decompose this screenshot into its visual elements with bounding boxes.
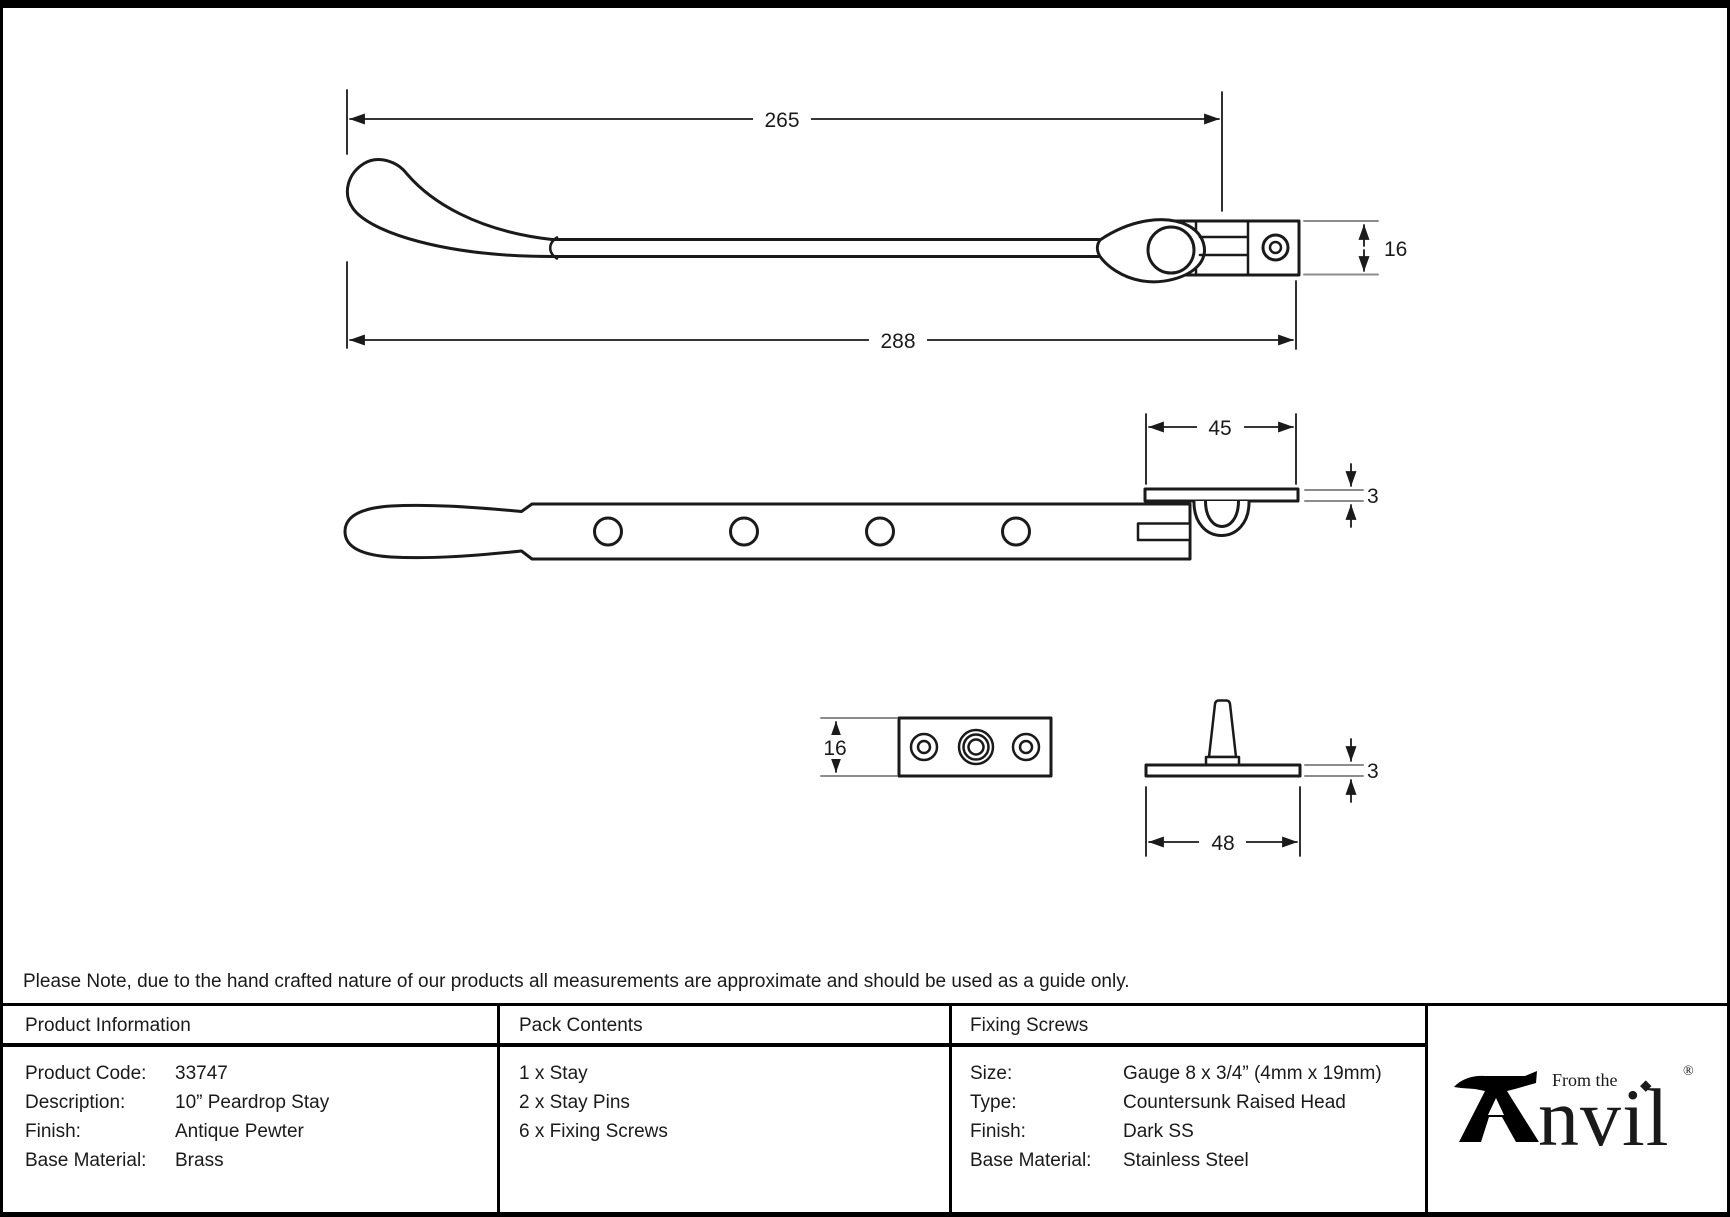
peardrop-handle <box>345 158 554 258</box>
product-code-label: Product Code: <box>25 1063 147 1084</box>
stay-pin-view: 3 48 <box>1144 699 1379 857</box>
dim-16-bracket <box>1303 220 1379 276</box>
loop-hole <box>1146 225 1196 275</box>
pack-item-stay: 1 x Stay <box>519 1063 588 1084</box>
header-pack-contents: Pack Contents <box>519 1015 643 1036</box>
dim-48 <box>1145 786 1301 857</box>
col-divider-1 <box>497 1003 500 1212</box>
finish-value: Antique Pewter <box>175 1121 304 1142</box>
stay-hole-1 <box>593 516 623 547</box>
screw-size-label: Size: <box>970 1063 1013 1084</box>
logo-brand-text: nvil <box>1538 1072 1670 1163</box>
dim-48-label: 48 <box>1211 832 1234 855</box>
screw-material-label: Base Material: <box>970 1150 1092 1171</box>
dim-16-plate <box>815 717 898 777</box>
handle-joint-arc <box>549 236 559 260</box>
table-top-border <box>3 1003 1727 1006</box>
stay-hole-4 <box>1001 516 1031 547</box>
product-code-value: 33747 <box>175 1063 228 1084</box>
stay-end-slot <box>1136 522 1192 542</box>
drawing-canvas: 265 288 <box>343 89 1407 857</box>
header-bottom-border <box>3 1043 1427 1047</box>
side-view: 265 288 <box>345 89 1407 353</box>
measurement-note: Please Note, due to the hand crafted nat… <box>23 971 1130 992</box>
bracket-screw-hole-outer <box>1261 233 1290 262</box>
dim-265 <box>346 89 1223 349</box>
header-fixing-screws: Fixing Screws <box>970 1015 1089 1036</box>
hook-inner <box>1204 499 1240 528</box>
logo-tagline: From the <box>1552 1070 1618 1090</box>
keep-plate-edge <box>1143 487 1300 503</box>
screw-material-value: Stainless Steel <box>1123 1150 1249 1171</box>
dim-16-bracket-label: 16 <box>1384 238 1407 261</box>
from-the-anvil-logo: nvil From the ◆ ® <box>1440 1064 1725 1159</box>
pin-base-plate <box>1144 763 1302 778</box>
col-divider-2 <box>949 1003 952 1212</box>
dim-288 <box>349 280 1297 352</box>
pin-cone <box>1207 699 1238 759</box>
bracket-screw-hole-inner <box>1268 240 1283 255</box>
screw-finish-value: Dark SS <box>1123 1121 1194 1142</box>
pack-item-stay-pins: 2 x Stay Pins <box>519 1092 630 1113</box>
dim-3-pin-label: 3 <box>1367 760 1379 783</box>
pack-item-fixing-screws: 6 x Fixing Screws <box>519 1121 668 1142</box>
dim-3-keep-label: 3 <box>1367 485 1379 508</box>
note-row-top-border <box>3 4 1727 8</box>
col-divider-3 <box>1425 1003 1428 1212</box>
dim-288-label: 288 <box>880 330 915 353</box>
stay-plan-outline <box>343 502 1192 561</box>
anvil-icon <box>1454 1071 1539 1142</box>
dim-265-label: 265 <box>764 109 799 132</box>
dim-45 <box>1145 413 1297 485</box>
description-value: 10” Peardrop Stay <box>175 1092 330 1113</box>
stay-hole-2 <box>729 516 759 547</box>
screw-finish-label: Finish: <box>970 1121 1026 1142</box>
description-label: Description: <box>25 1092 126 1113</box>
dim-16-plate-label: 16 <box>823 737 846 760</box>
top-view: 45 3 <box>343 413 1379 561</box>
finish-label: Finish: <box>25 1121 81 1142</box>
dim-3-pin <box>1304 738 1364 803</box>
header-product-information: Product Information <box>25 1015 191 1036</box>
stay-hole-3 <box>865 516 895 547</box>
keep-plate-view: 16 <box>815 716 1053 778</box>
screw-size-value: Gauge 8 x 3/4” (4mm x 19mm) <box>1123 1063 1382 1084</box>
dim-3-keep <box>1304 463 1364 528</box>
screw-type-label: Type: <box>970 1092 1017 1113</box>
base-material-value: Brass <box>175 1150 224 1171</box>
base-material-label: Base Material: <box>25 1150 147 1171</box>
keep-plate-face <box>897 716 1053 778</box>
screw-type-value: Countersunk Raised Head <box>1123 1092 1346 1113</box>
logo-diamond-icon: ◆ <box>1640 1077 1652 1094</box>
registered-trademark-symbol: ® <box>1683 1064 1694 1079</box>
dim-45-label: 45 <box>1208 417 1231 440</box>
